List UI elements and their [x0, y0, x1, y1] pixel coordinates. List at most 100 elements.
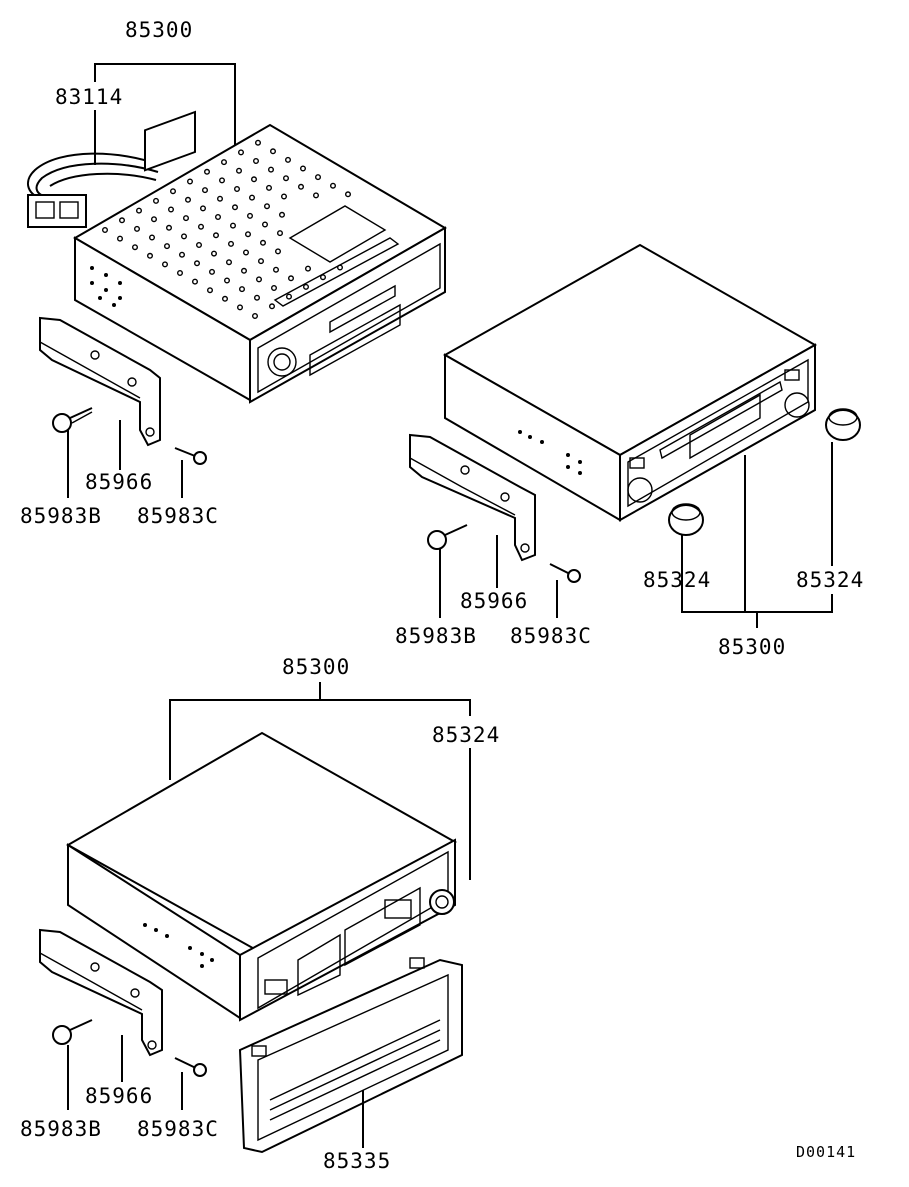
side-holes [518, 430, 582, 475]
vent-hole [256, 276, 263, 283]
vent-hole [298, 183, 305, 190]
vent-hole [235, 167, 242, 174]
label-85324-g2-right: 85324 [796, 568, 864, 592]
vent-hole [184, 196, 191, 203]
vent-hole [191, 278, 198, 285]
vent-hole [270, 148, 277, 155]
vent-hole [195, 241, 202, 248]
group-3-knob [429, 889, 455, 915]
vent-hole [101, 226, 108, 233]
vent-hole [231, 204, 238, 211]
group-3-bracket [39, 928, 163, 1057]
group-3-cover [238, 957, 463, 1154]
vent-hole [246, 212, 253, 219]
vent-hole [285, 156, 292, 163]
vent-hole [315, 174, 322, 181]
label-85324-g3: 85324 [432, 723, 500, 747]
vent-hole [320, 274, 327, 281]
label-85324-g2-left: 85324 [643, 568, 711, 592]
vent-hole [305, 265, 312, 272]
vent-hole [116, 235, 123, 242]
vent-hole [283, 175, 290, 182]
vent-hole [169, 188, 176, 195]
vent-hole [250, 176, 257, 183]
label-85983b-g2: 85983B [395, 624, 477, 648]
vent-hole [165, 224, 172, 231]
group-3-screw-b [52, 1019, 93, 1045]
group-1-screw-c [174, 447, 207, 465]
vent-hole [277, 230, 284, 237]
vent-hole [135, 207, 142, 214]
vent-hole [273, 266, 280, 273]
vent-hole [248, 194, 255, 201]
vent-hole [253, 294, 260, 301]
vent-hole [223, 277, 230, 284]
vent-hole [218, 177, 225, 184]
vent-hole [167, 206, 174, 213]
vent-hole [199, 205, 206, 212]
vent-hole [212, 232, 219, 239]
vent-hole [264, 203, 271, 210]
vent-hole [254, 139, 261, 146]
vent-hole [313, 192, 320, 199]
group-2-screw-c [549, 563, 581, 583]
vent-hole [262, 221, 269, 228]
vent-hole [251, 313, 258, 320]
vent-hole [252, 157, 259, 164]
vent-hole [260, 239, 267, 246]
label-85983c-g3: 85983C [137, 1117, 219, 1141]
vent-hole [193, 260, 200, 267]
vent-hole [236, 304, 243, 311]
vent-hole [269, 303, 276, 310]
vent-hole [258, 258, 265, 265]
vent-hole [242, 249, 249, 256]
vent-hole [216, 195, 223, 202]
vent-hole [214, 213, 221, 220]
vent-hole [176, 270, 183, 277]
group-2-bracket [409, 433, 536, 562]
vent-hole [150, 216, 157, 223]
vent-hole [182, 215, 189, 222]
label-85300-g3: 85300 [282, 655, 350, 679]
vent-hole [229, 222, 236, 229]
vent-hole [227, 240, 234, 247]
group-1-radio-unit [73, 123, 447, 404]
vent-hole [240, 267, 247, 274]
vent-hole [281, 193, 288, 200]
vent-hole [180, 233, 187, 240]
group-3-screw-c [174, 1057, 207, 1077]
group-1-bracket [39, 316, 161, 447]
label-85966-g3: 85966 [85, 1084, 153, 1108]
group-2-radio-unit [442, 243, 818, 522]
vent-hole [300, 165, 307, 172]
vent-hole [203, 168, 210, 175]
label-85300-g1: 85300 [125, 18, 193, 42]
diagram-code: D00141 [796, 1143, 856, 1161]
vent-hole [225, 259, 232, 266]
vent-hole [221, 295, 228, 302]
vent-hole [237, 149, 244, 156]
group-1-screw-b [52, 407, 93, 433]
vent-hole [275, 248, 282, 255]
label-85300-g2: 85300 [718, 635, 786, 659]
vent-hole [233, 185, 240, 192]
group-3-radio-unit [65, 731, 458, 1022]
vent-hole [279, 211, 286, 218]
vent-hole [210, 250, 217, 257]
label-85983c-g2: 85983C [510, 624, 592, 648]
vent-hole [148, 234, 155, 241]
vent-hole [337, 264, 344, 271]
vent-hole [152, 197, 159, 204]
group-2-knob-left [668, 503, 704, 536]
vent-hole [244, 231, 251, 238]
vent-hole [131, 244, 138, 251]
vent-hole [345, 191, 352, 198]
side-holes [90, 266, 122, 307]
vent-holes [101, 139, 352, 320]
vent-hole [146, 252, 153, 259]
vent-hole [303, 283, 310, 290]
vent-hole [288, 275, 295, 282]
vent-hole [266, 184, 273, 191]
vent-hole [271, 285, 278, 292]
